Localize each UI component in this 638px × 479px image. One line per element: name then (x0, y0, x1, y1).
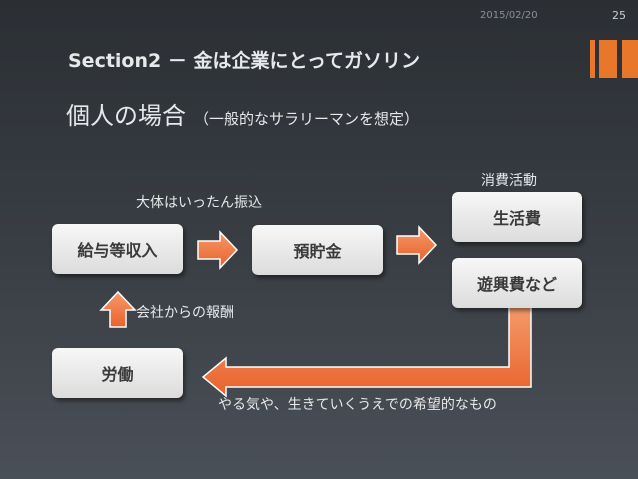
box-living-expenses-label: 生活費 (492, 209, 541, 228)
box-salary: 給与等収入 (52, 224, 183, 274)
slide-title: Section2 － 金は企業にとってガソリン (68, 50, 420, 72)
box-salary-label: 給与等収入 (77, 241, 158, 260)
box-leisure-expenses: 遊興費など (452, 258, 582, 308)
arrow-labor-to-salary (99, 290, 137, 328)
slide-subtitle: 個人の場合 （一般的なサラリーマンを想定） (66, 96, 419, 131)
box-leisure-expenses-label: 遊興費など (476, 275, 557, 294)
arrow-salary-to-savings (197, 230, 239, 270)
label-compensation: 会社からの報酬 (136, 305, 234, 321)
accent-bar-wide (622, 40, 638, 78)
arrow-expenses-to-labor (201, 306, 532, 398)
box-labor: 労働 (52, 348, 183, 398)
arrow-savings-to-expenses (396, 225, 438, 265)
accent-bar-thin (590, 40, 595, 78)
subtitle-main: 個人の場合 (66, 102, 186, 130)
subtitle-note: （一般的なサラリーマンを想定） (194, 110, 420, 128)
box-labor-label: 労働 (101, 365, 134, 384)
label-consumption: 消費活動 (481, 173, 537, 189)
slide-page-number: 25 (612, 9, 626, 22)
label-motivation: やる気や、生きていくうえでの希望的なもの (218, 397, 497, 413)
box-living-expenses: 生活費 (452, 192, 582, 242)
slide-date: 2015/02/20 (480, 10, 538, 21)
box-savings: 預貯金 (252, 225, 383, 275)
accent-bar-medium (599, 40, 617, 78)
box-savings-label: 預貯金 (293, 242, 342, 261)
label-deposit-note: 大体はいったん振込 (136, 195, 262, 211)
